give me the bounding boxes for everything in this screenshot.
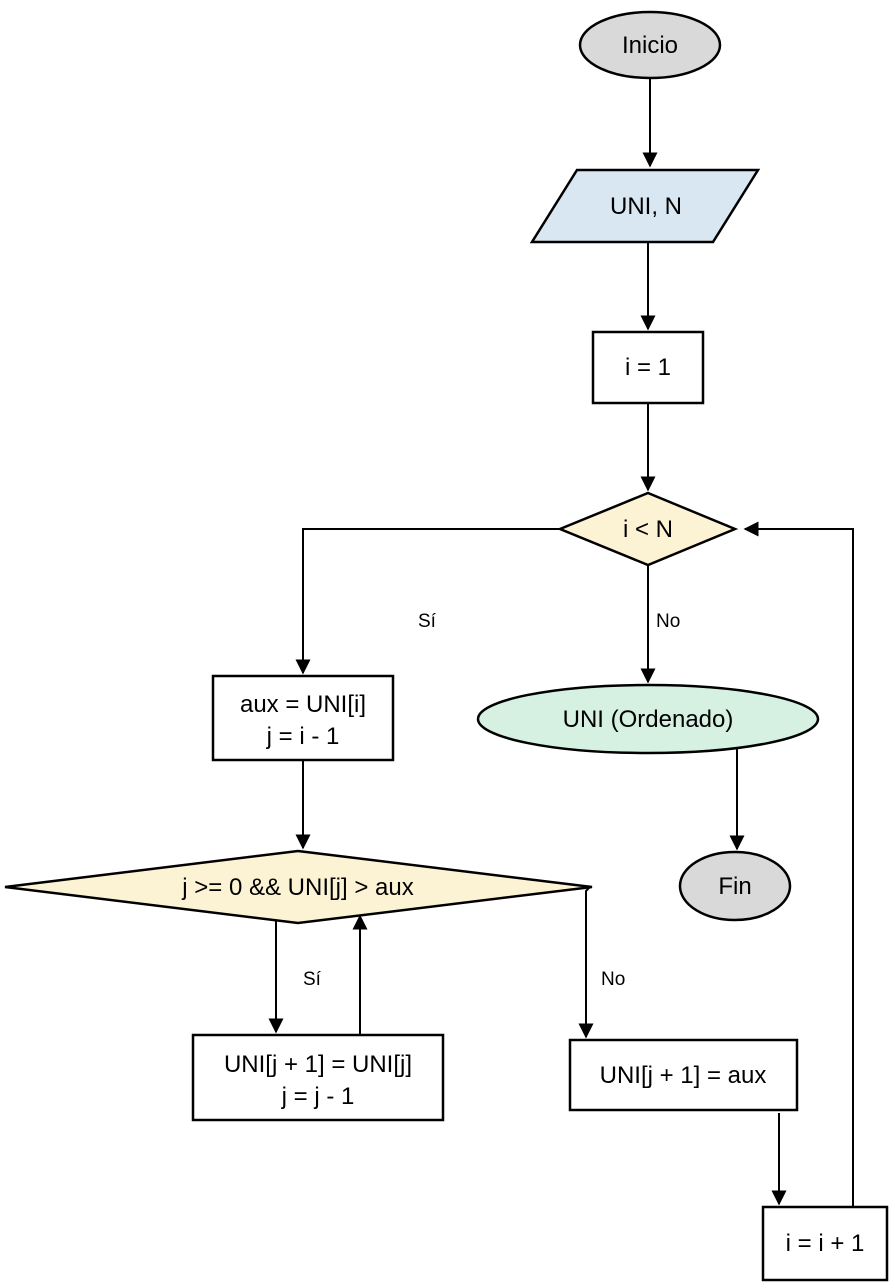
output-label: UNI (Ordenado) xyxy=(563,706,734,733)
inner-condition-label: j >= 0 && UNI[j] > aux xyxy=(181,874,413,901)
end-terminator xyxy=(678,850,792,922)
increment-process xyxy=(761,1205,889,1282)
edge-inner-no xyxy=(578,887,594,1039)
outer-condition-label: i < N xyxy=(623,516,673,543)
shift-line2: j = j - 1 xyxy=(281,1083,355,1110)
insert-process xyxy=(568,1038,799,1112)
inner-setup-process xyxy=(211,674,395,762)
start-label: Inicio xyxy=(622,32,678,59)
insert-label: UNI[j + 1] = aux xyxy=(600,1062,767,1089)
increment-label: i = i + 1 xyxy=(786,1230,865,1257)
edge-outer-yes xyxy=(295,528,560,675)
inner-setup-line2: j = i - 1 xyxy=(266,723,340,750)
edge-loop-back-to-outer-condition xyxy=(743,521,854,1207)
shift-line1: UNI[j + 1] = UNI[j] xyxy=(224,1051,412,1078)
inner-setup-line1: aux = UNI[i] xyxy=(240,691,366,718)
inner-condition-decision xyxy=(4,849,593,925)
inner-yes-label: Sí xyxy=(303,969,322,990)
output-ellipse xyxy=(476,683,820,755)
shift-process xyxy=(191,1033,445,1122)
outer-no-label: No xyxy=(656,611,680,632)
inner-no-label: No xyxy=(601,969,625,990)
input-label: UNI, N xyxy=(610,193,682,220)
init-process xyxy=(591,330,705,405)
outer-condition-decision xyxy=(556,491,739,567)
start-terminator xyxy=(578,10,722,80)
end-label: Fin xyxy=(718,873,751,900)
input-parallelogram xyxy=(529,168,761,244)
outer-yes-label: Sí xyxy=(418,611,437,632)
init-label: i = 1 xyxy=(625,354,671,381)
